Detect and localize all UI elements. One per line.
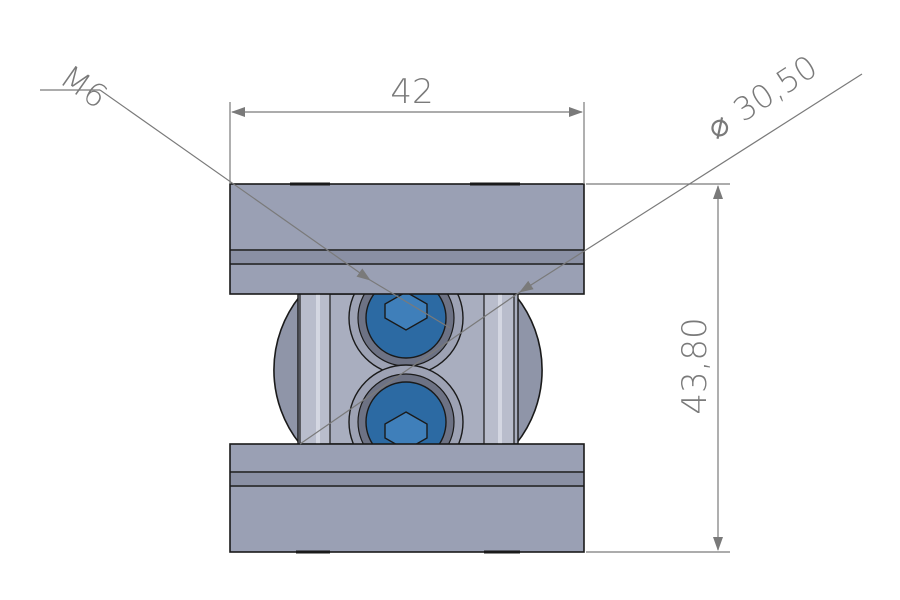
- bottom-plate: [229, 443, 585, 554]
- diameter-symbol: ⌀: [700, 104, 737, 146]
- diameter-label: 30,50: [726, 48, 824, 130]
- height-label: 43,80: [675, 317, 715, 414]
- thread-label: M6: [53, 57, 114, 116]
- hex-socket-icon: [384, 291, 428, 331]
- width-dimension: 42: [229, 72, 585, 184]
- top-plate: [229, 182, 585, 295]
- width-label: 42: [390, 72, 433, 112]
- left-pin: [299, 293, 331, 445]
- height-dimension: 43,80: [586, 183, 730, 553]
